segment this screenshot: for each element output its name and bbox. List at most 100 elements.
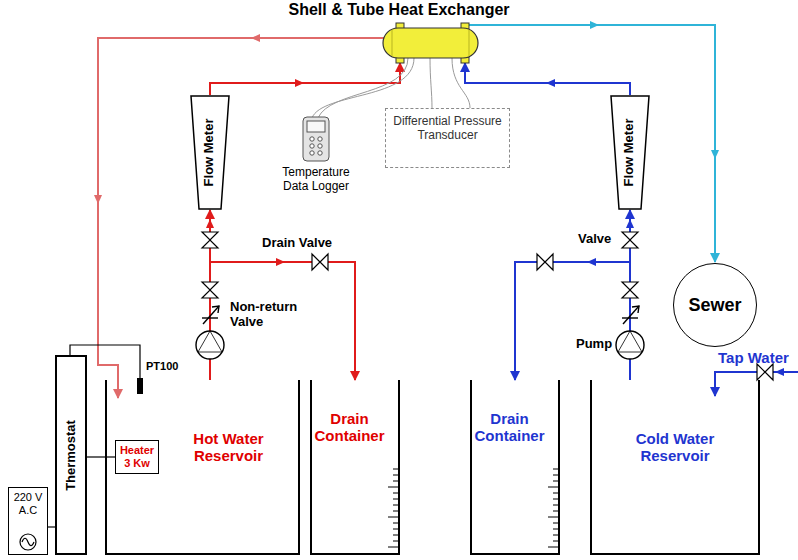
flow-arrow	[711, 150, 719, 159]
scale-tick	[553, 493, 558, 494]
scale-tick	[553, 511, 558, 512]
ac-sine-wave	[22, 538, 34, 546]
valve-symbol	[312, 254, 328, 270]
water-pipe	[210, 262, 355, 380]
logger-button	[310, 144, 314, 148]
flow-arrow	[94, 21, 784, 376]
flow-meter-outline	[611, 96, 649, 209]
flow-arrow	[94, 195, 102, 204]
flow-arrow	[590, 21, 599, 29]
non-return-valve-symbol	[202, 317, 218, 318]
valve-symbol	[202, 232, 218, 248]
logger-screen	[307, 121, 325, 132]
flow-arrow	[251, 34, 260, 42]
node-text: Temperature Data Logger	[268, 166, 364, 194]
scale-tick	[548, 487, 558, 488]
flow-arrow	[546, 79, 555, 87]
valve-symbol	[622, 232, 638, 248]
scale-tick	[393, 541, 398, 542]
part-label: Pump	[576, 337, 612, 352]
logger-device	[302, 116, 330, 162]
non-return-valve-symbol	[203, 306, 219, 324]
scale-tick	[553, 499, 558, 500]
logger-button	[318, 151, 322, 155]
pressure-transducer: Differential Pressure Transducer	[385, 108, 510, 168]
electric-wire	[48, 526, 55, 527]
sensor-wire	[452, 58, 470, 108]
cold-water-tank: Cold Water Reservoir	[590, 380, 760, 555]
logger-case	[303, 117, 329, 161]
heat-exchanger	[469, 30, 470, 56]
scale-tick	[393, 529, 398, 530]
scale-tick	[553, 505, 558, 506]
sewer-tank: Sewer	[673, 263, 757, 347]
node-text: Cold Water Reservoir	[600, 430, 750, 465]
flow-arrow	[587, 258, 596, 266]
flow-arrow	[276, 258, 285, 266]
pump-symbol	[196, 331, 644, 359]
heat-exchanger	[383, 28, 478, 58]
scale-tick	[553, 541, 558, 542]
node-text: Drain Container	[475, 410, 545, 445]
part-label: Drain Valve	[262, 236, 332, 251]
scale-tick	[553, 475, 558, 476]
scale-tick	[393, 493, 398, 494]
valve-symbol	[757, 364, 773, 380]
part-label: Non-return Valve	[230, 300, 308, 330]
scale-tick	[393, 511, 398, 512]
part-label: PT100	[146, 360, 178, 373]
scale-tick	[553, 535, 558, 536]
valve-symbol	[202, 232, 773, 380]
scale-tick	[553, 469, 558, 470]
node-text: Flow Meter	[623, 119, 638, 187]
scale-tick	[388, 547, 398, 548]
non-return-valve-symbol	[622, 317, 638, 318]
ac-source-circle	[20, 534, 36, 550]
scale-tick	[393, 475, 398, 476]
power-supply-box: 220 V A.C	[8, 487, 48, 555]
flow-meter-outline	[191, 96, 229, 209]
flow-arrow	[206, 219, 214, 228]
scale-tick	[388, 517, 398, 518]
drain-container: Drain Container	[470, 380, 560, 555]
ac-source-symbol	[18, 532, 38, 552]
level-scale	[312, 380, 398, 553]
node-text: Heater 3 Kw	[118, 444, 156, 469]
node-text: Sewer	[688, 295, 741, 316]
part-label: Valve	[578, 232, 611, 247]
logger-button	[310, 151, 314, 155]
thermostat-box: Thermostat	[55, 355, 87, 555]
scale-tick	[393, 499, 398, 500]
diagram-title: Shell & Tube Heat Exchanger	[0, 1, 798, 19]
scale-tick	[393, 481, 398, 482]
heat-exchanger	[383, 23, 478, 63]
pump-symbol	[196, 331, 224, 359]
logger-button	[318, 144, 322, 148]
flow-meter: Flow Meter	[610, 95, 650, 210]
flow-arrow	[775, 368, 784, 376]
scale-tick	[393, 505, 398, 506]
scale-tick	[548, 547, 558, 548]
flow-arrow	[295, 79, 304, 87]
pipe	[98, 25, 798, 398]
scale-tick	[548, 517, 558, 518]
node-text: Flow Meter	[203, 119, 218, 187]
scale-tick	[393, 523, 398, 524]
node-text: 220 V A.C	[10, 491, 46, 516]
logger-button	[318, 137, 322, 141]
logger-button	[310, 137, 314, 141]
scale-tick	[388, 487, 398, 488]
sensor-wire	[430, 58, 432, 108]
electric-wire	[87, 456, 115, 457]
part-label: Tap Water	[718, 349, 789, 366]
pump-symbol	[616, 331, 644, 359]
pump-symbol	[198, 331, 222, 352]
scale-tick	[553, 523, 558, 524]
level-scale	[472, 380, 558, 553]
non-return-valve-symbol	[212, 306, 219, 313]
hot-water-tank: Heater 3 KwHot Water Reservoir	[105, 380, 300, 555]
non-return-valve-symbol	[632, 306, 639, 313]
node-text: Thermostat	[64, 420, 79, 491]
